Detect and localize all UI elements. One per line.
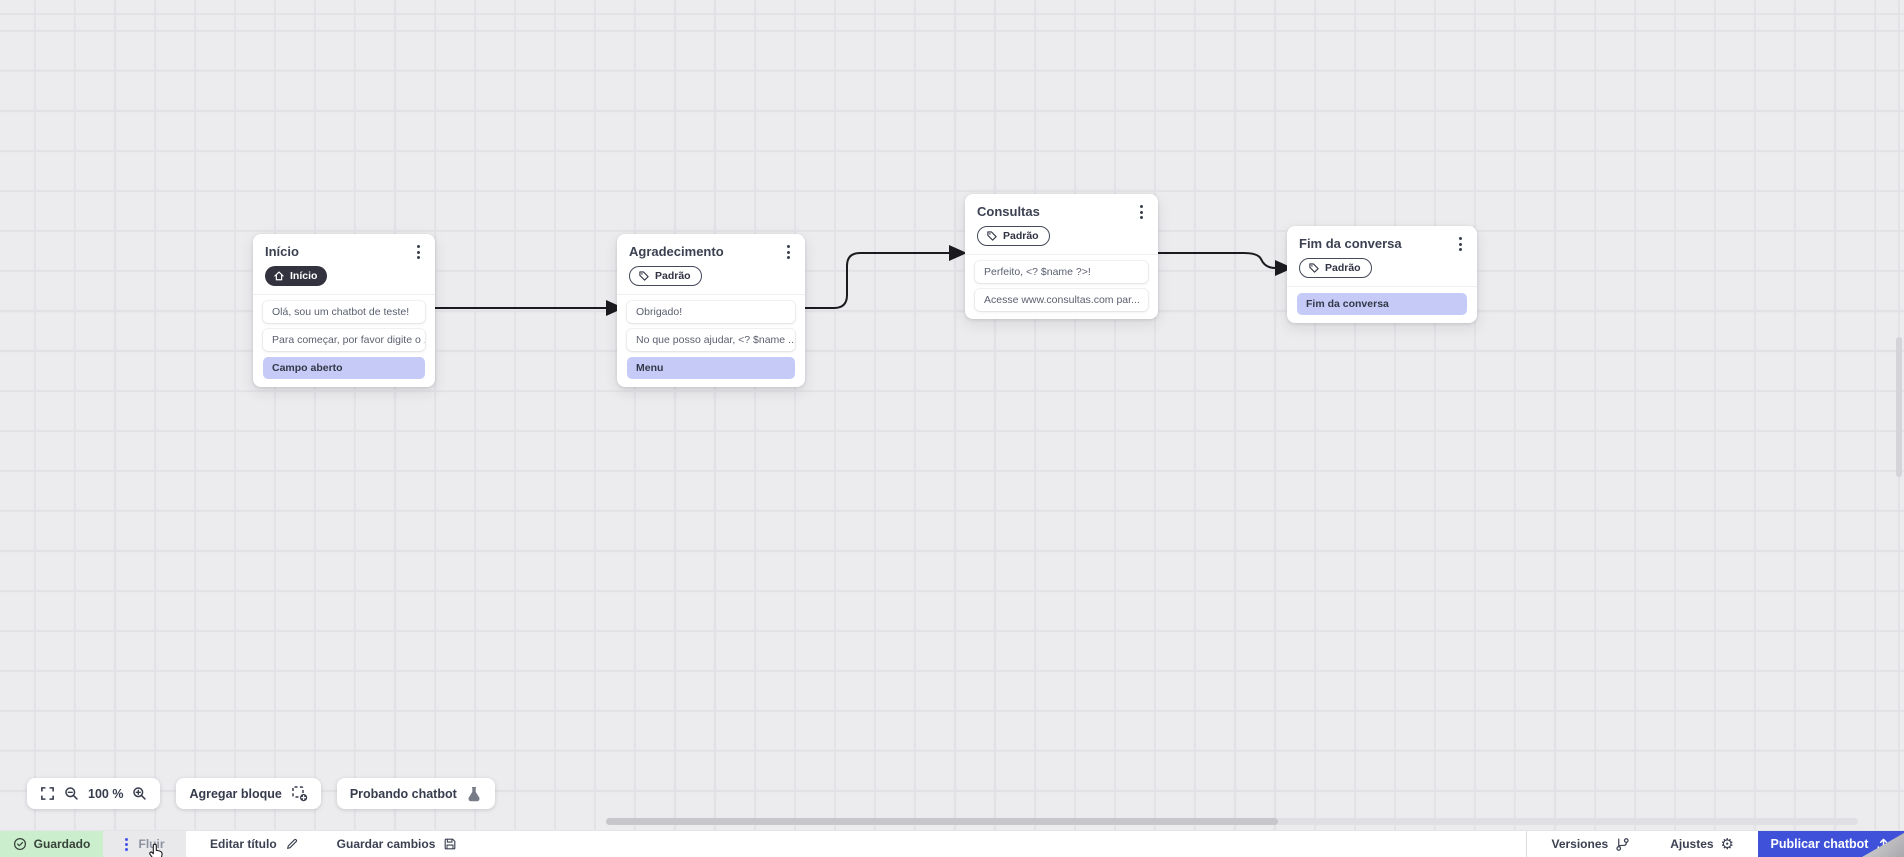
divider [965, 254, 1158, 255]
kebab-menu-icon[interactable] [784, 244, 793, 260]
vertical-scrollbar-thumb[interactable] [1896, 337, 1902, 477]
horizontal-scrollbar-thumb[interactable] [606, 818, 1278, 825]
divider [1287, 286, 1477, 287]
add-block-button[interactable]: Agregar bloque [176, 778, 321, 809]
divider [253, 294, 435, 295]
connector-consultas-fim [1158, 252, 1293, 276]
horizontal-scrollbar-track[interactable] [606, 818, 1858, 825]
kebab-menu-icon[interactable] [1456, 236, 1465, 252]
pencil-icon [286, 838, 297, 849]
node-title: Agradecimento [629, 244, 724, 259]
end-conversation-row[interactable]: Fim da conversa [1297, 293, 1467, 315]
message-row[interactable]: Para começar, por favor digite o ... [263, 329, 425, 351]
divider [1526, 831, 1528, 857]
node-type-badge: Padrão [977, 226, 1050, 246]
node-type-badge: Início [265, 266, 328, 286]
canvas-toolbar: 100 % Agregar bloque Probando chatbot [27, 778, 495, 809]
test-chatbot-button[interactable]: Probando chatbot [336, 778, 495, 809]
message-row[interactable]: Olá, sou um chatbot de teste! [263, 301, 425, 323]
edit-title-button[interactable]: Editar título [210, 831, 299, 857]
saved-status-badge: Guardado [0, 831, 103, 857]
zoom-out-icon[interactable] [64, 786, 79, 801]
branch-icon [1616, 837, 1629, 851]
node-type-badge: Padrão [629, 266, 702, 286]
save-changes-button[interactable]: Guardar cambios [337, 831, 458, 857]
zoom-controls: 100 % [27, 778, 161, 809]
flask-icon [468, 786, 480, 801]
kebab-menu-icon[interactable] [414, 244, 423, 260]
zoom-level: 100 % [88, 786, 124, 801]
divider [617, 294, 805, 295]
fit-screen-icon[interactable] [40, 786, 55, 801]
flow-node-agradecimento[interactable]: Agradecimento Padrão Obrigado! No que po… [617, 234, 805, 387]
drag-handle-icon[interactable] [124, 837, 128, 851]
tag-icon [1309, 263, 1319, 273]
tab-flow[interactable]: Fluir [103, 831, 186, 857]
message-row[interactable]: Obrigado! [627, 301, 795, 323]
kebab-menu-icon[interactable] [1137, 204, 1146, 220]
connector-agradecimento-consultas [805, 245, 967, 309]
tag-icon [639, 271, 649, 281]
node-title: Consultas [977, 204, 1040, 219]
message-row[interactable]: No que posso ajudar, <? $name ... [627, 329, 795, 351]
check-circle-icon [13, 837, 26, 851]
gear-icon: ⚙ [1720, 834, 1734, 853]
versions-button[interactable]: Versiones [1551, 831, 1630, 857]
home-icon [274, 271, 284, 281]
node-title: Início [265, 244, 299, 259]
flow-node-fim-da-conversa[interactable]: Fim da conversa Padrão Fim da conversa [1287, 226, 1477, 323]
node-type-badge: Padrão [1299, 258, 1372, 278]
settings-button[interactable]: Ajustes ⚙ [1670, 834, 1734, 853]
status-bar: Guardado Fluir Editar título Guardar cam… [0, 830, 1904, 857]
open-field-row[interactable]: Campo aberto [263, 357, 425, 379]
node-title: Fim da conversa [1299, 236, 1402, 251]
zoom-in-icon[interactable] [132, 786, 147, 801]
flow-node-consultas[interactable]: Consultas Padrão Perfeito, <? $name ?>! … [965, 194, 1158, 319]
menu-row[interactable]: Menu [627, 357, 795, 379]
flow-node-inicio[interactable]: Início Início Olá, sou um chatbot de tes… [253, 234, 435, 387]
message-row[interactable]: Perfeito, <? $name ?>! [975, 261, 1148, 283]
add-block-icon [292, 786, 308, 802]
tag-icon [987, 231, 997, 241]
message-row[interactable]: Acesse www.consultas.com par... [975, 289, 1148, 311]
save-icon [444, 838, 456, 850]
